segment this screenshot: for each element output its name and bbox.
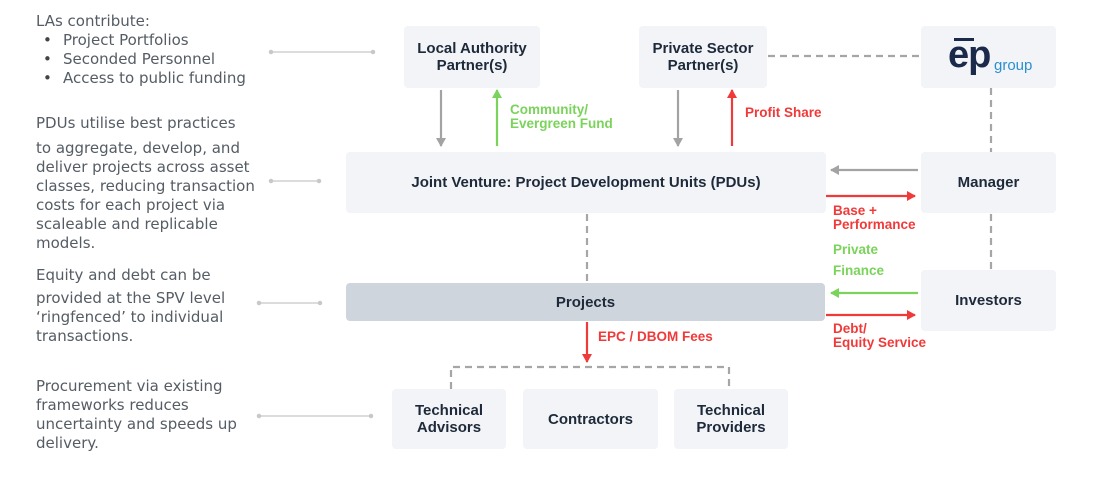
las-heading: LAs contribute: xyxy=(36,12,150,30)
finance-label: Finance xyxy=(833,263,885,278)
las-item: Seconded Personnel xyxy=(36,50,276,69)
joint-venture-label: Joint Venture: Project Development Units… xyxy=(411,174,761,191)
local-authority-box: Local Authority Partner(s) xyxy=(404,26,540,88)
local-authority-label: Local Authority Partner(s) xyxy=(417,40,527,74)
procurement-note: Procurement via existing frameworks redu… xyxy=(36,377,241,453)
equity-note: Equity and debt can be provided at the S… xyxy=(36,266,261,346)
note-leader-lines xyxy=(256,49,376,419)
las-item: Access to public funding xyxy=(36,69,276,88)
investors-box: Investors xyxy=(921,270,1056,331)
contractors-label: Contractors xyxy=(547,410,633,428)
community-fund-label: Community/ Evergreen Fund xyxy=(510,102,613,131)
debt-equity-label: Debt/ Equity Service xyxy=(833,321,927,350)
las-list: Project Portfolios Seconded Personnel Ac… xyxy=(36,31,276,88)
projects-label: Projects xyxy=(555,293,616,311)
technical-advisors-box: Technical Advisors xyxy=(392,389,506,449)
private-sector-box: Private Sector Partner(s) xyxy=(639,26,767,88)
profit-share-label: Profit Share xyxy=(745,105,822,120)
private-label: Private xyxy=(833,242,879,257)
las-item: Project Portfolios xyxy=(36,31,276,50)
equity-note-first-line: Equity and debt can be xyxy=(36,266,211,284)
las-contribute-note: LAs contribute: Project Portfolios Secon… xyxy=(36,12,276,88)
base-performance-label: Base + Performance xyxy=(833,203,916,232)
technical-providers-box: Technical Providers xyxy=(674,389,788,449)
technical-advisors-label: Technical Advisors xyxy=(414,402,484,436)
logo-suffix: group xyxy=(994,57,1033,74)
investors-label: Investors xyxy=(955,292,1022,309)
pdu-note-body: to aggregate, develop, and deliver proje… xyxy=(36,139,255,252)
manager-box: Manager xyxy=(921,152,1056,213)
contractors-box: Contractors xyxy=(523,389,658,449)
pdu-note: PDUs utilise best practices to aggregate… xyxy=(36,114,266,253)
logo-brand: ep xyxy=(948,34,991,76)
joint-venture-box: Joint Venture: Project Development Units… xyxy=(346,152,826,213)
private-sector-label: Private Sector Partner(s) xyxy=(652,40,754,74)
technical-providers-label: Technical Providers xyxy=(696,402,766,436)
dashed-connectors xyxy=(449,54,993,389)
ep-group-logo-box xyxy=(921,26,1056,88)
epc-fees-label: EPC / DBOM Fees xyxy=(598,329,713,344)
equity-note-body: provided at the SPV level ‘ringfenced’ t… xyxy=(36,289,226,345)
pdu-note-first-line: PDUs utilise best practices xyxy=(36,114,236,132)
ep-group-logo: ep group xyxy=(946,34,1036,82)
manager-label: Manager xyxy=(957,174,1020,191)
logo-macron xyxy=(954,38,974,41)
procurement-note-body: Procurement via existing frameworks redu… xyxy=(36,377,237,452)
projects-box: Projects xyxy=(346,283,825,321)
